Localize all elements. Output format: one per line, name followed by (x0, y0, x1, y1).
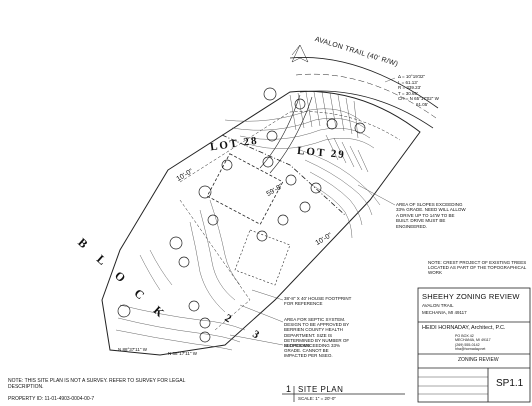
property-id: PROPERTY ID: 11-01-4903-0004-00-7 (8, 396, 95, 402)
drawing-scale: SCALE: 1" = 20'-0" (298, 396, 336, 401)
sheet-number: SP1.1 (496, 378, 524, 389)
lot-line (221, 134, 346, 216)
existing-trees (117, 87, 366, 343)
architect-info-line: MECHANIA, MI 49117 (455, 338, 491, 343)
septic-area (234, 229, 291, 286)
architect-info-line: PO BOX 42 (455, 334, 474, 338)
note-slopes-top: AREA OF SLOPES EXCEEDING 33% GRADE. NEED… (396, 202, 466, 229)
title-block-frame (417, 287, 531, 403)
bearing-1: N 88°37'11" W (118, 347, 147, 352)
note-house: 38'-8" X 40' HOUSE FOOTPRINT FOR REFEREN… (284, 296, 352, 307)
architect-info-line: hha@hornaday.net (455, 346, 486, 351)
note-slopes-bottom: SLOPES EXCEEDING 33% GRADE. CANNOT BE IM… (284, 343, 341, 359)
curve-line: R = 339.23' (398, 85, 422, 91)
curve-line: Δ = 10°19'32" (398, 74, 426, 79)
note-septic: AREA FOR SEPTIC SYSTEM. DESIGN TO BE APP… (284, 317, 350, 349)
drawing-name: SITE PLAN (298, 385, 344, 394)
bearing-2: N 88°17'11" W (168, 351, 197, 356)
property-boundary (101, 90, 421, 356)
project-city: MECHANIA, MI 49117 (422, 310, 467, 315)
curve-line: CH = N 65°17'02" W (398, 96, 439, 102)
architect-info: PO BOX 42 MECHANIA, MI 49117 (269) 555-0… (455, 334, 491, 351)
curve-data: Δ = 10°19'32" L = 61.13' R = 339.23' T =… (398, 74, 439, 108)
road-centerline (295, 73, 437, 119)
curve-line: T = 30.65' (398, 90, 418, 96)
drawing-number: 1 (286, 384, 292, 394)
note-survey: NOTE: THIS SITE PLAN IS NOT A SURVEY. RE… (8, 378, 186, 390)
architect-info-line: (269) 555-0142 (455, 342, 480, 347)
project-street: AVALON TRAIL (422, 303, 454, 308)
sheet-title: ZONING REVIEW (458, 357, 499, 363)
project-title: SHEEHY ZONING REVIEW (422, 292, 520, 301)
road-edge-north (289, 57, 439, 109)
curve-line: 61.05' (416, 101, 429, 107)
architect-name: HEIDI HORNADAY, Architect, P.C. (422, 325, 506, 331)
driveway (259, 94, 301, 169)
curve-line: L = 61.13' (398, 79, 418, 85)
note-right: NOTE: CREST PROJECT OF EXISTING TREES LO… (428, 260, 527, 276)
